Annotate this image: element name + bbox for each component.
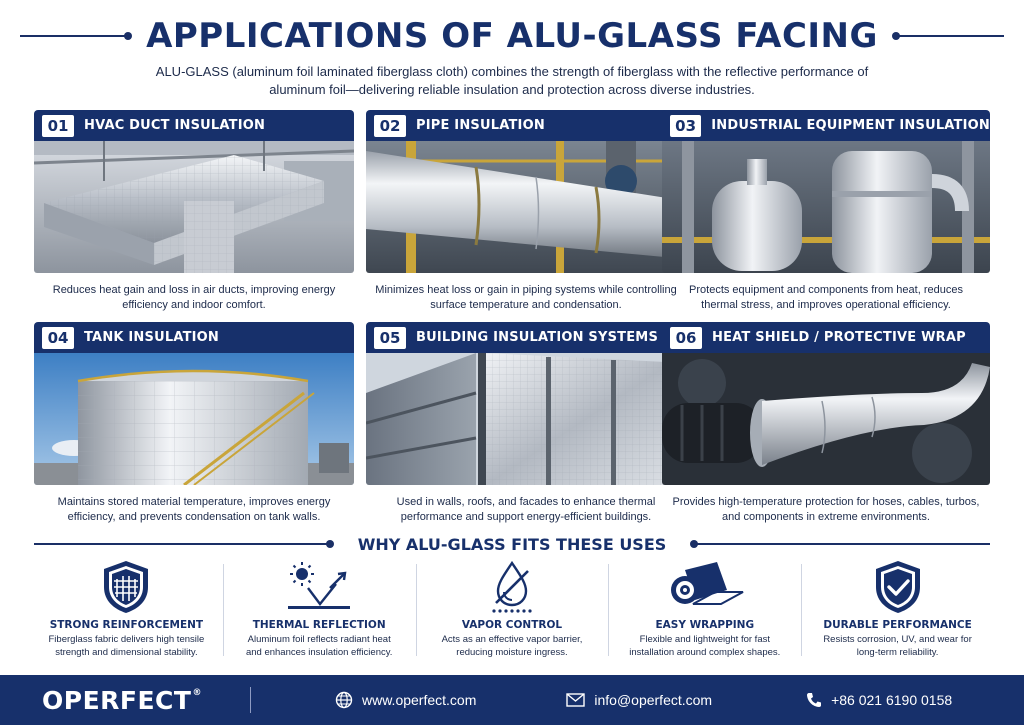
footer: OPERFECT® www.operfect.com info@operfect… [0, 675, 1024, 725]
application-card-building: 05 BUILDING INSULATION SYSTEMS [366, 322, 686, 525]
application-card-hvac: 01 HVAC DUCT INSULATION [34, 110, 354, 313]
card-number: 04 [42, 326, 74, 349]
phone-link[interactable]: +86 021 6190 0158 [806, 692, 952, 708]
card-title: HVAC DUCT INSULATION [84, 118, 266, 133]
card-header: 02 PIPE INSULATION [366, 110, 686, 141]
card-description: Minimizes heat loss or gain in piping sy… [375, 284, 677, 311]
why-section-header: WHY ALU-GLASS FITS THESE USES [34, 534, 990, 554]
card-number: 02 [374, 114, 406, 137]
title-line-left [20, 32, 133, 40]
brand-logo: OPERFECT® [42, 686, 238, 715]
check-shield-icon [875, 561, 920, 613]
mesh-shield-icon [104, 561, 149, 613]
heat-shield-photo [662, 353, 990, 485]
email-text: info@operfect.com [594, 692, 713, 708]
feature-description: Flexible and lightweight for fast instal… [629, 634, 781, 658]
feature-title: DURABLE PERFORMANCE [823, 619, 972, 631]
foil-roll-icon [670, 562, 744, 605]
application-card-heat-shield: 06 HEAT SHIELD / PROTECTIVE WRAP [662, 322, 990, 525]
tank-photo [34, 353, 354, 485]
why-title: WHY ALU-GLASS FITS THESE USES [357, 534, 667, 554]
feature-durable-performance: DURABLE PERFORMANCE Resists corrosion, U… [801, 558, 994, 664]
sun-reflection-icon [288, 562, 351, 609]
feature-title: THERMAL REFLECTION [252, 619, 386, 631]
feature-title: VAPOR CONTROL [461, 619, 563, 631]
why-line-left [34, 540, 334, 548]
globe-icon [335, 691, 353, 709]
card-description: Maintains stored material temperature, i… [57, 496, 331, 523]
title-line-right [891, 32, 1004, 40]
card-number: 06 [670, 326, 702, 349]
phone-icon [807, 693, 822, 707]
logo-text: OPERFECT [42, 685, 192, 715]
feature-title: EASY WRAPPING [655, 619, 755, 631]
card-description: Protects equipment and components from h… [689, 284, 963, 311]
card-header: 01 HVAC DUCT INSULATION [34, 110, 354, 141]
email-link[interactable]: info@operfect.com [566, 692, 712, 708]
card-description: Provides high-temperature protection for… [672, 496, 980, 523]
application-card-equipment: 03 INDUSTRIAL EQUIPMENT INSULATION Prote [662, 110, 990, 313]
card-number: 05 [374, 326, 406, 349]
feature-strong-reinforcement: STRONG REINFORCEMENT Fiberglass fabric d… [30, 558, 223, 664]
card-number: 01 [42, 114, 74, 137]
phone-text: +86 021 6190 0158 [831, 692, 953, 708]
card-header: 03 INDUSTRIAL EQUIPMENT INSULATION [662, 110, 990, 141]
card-title: PIPE INSULATION [416, 118, 545, 133]
website-text: www.operfect.com [362, 692, 477, 708]
title-row: APPLICATIONS OF ALU-GLASS FACING [0, 14, 1024, 58]
hvac-duct-photo [34, 141, 354, 273]
why-line-right [690, 540, 990, 548]
page-subtitle: ALU-GLASS (aluminum foil laminated fiber… [155, 64, 869, 97]
card-description: Used in walls, roofs, and facades to enh… [396, 496, 656, 523]
feature-description: Resists corrosion, UV, and wear for long… [823, 634, 972, 658]
building-photo [366, 353, 686, 485]
application-card-tank: 04 TANK INSULATION Maintains [34, 322, 354, 525]
features-row: STRONG REINFORCEMENT Fiberglass fabric d… [30, 558, 994, 664]
card-header: 04 TANK INSULATION [34, 322, 354, 353]
feature-title: STRONG REINFORCEMENT [49, 619, 204, 631]
feature-easy-wrapping: EASY WRAPPING Flexible and lightweight f… [608, 558, 801, 664]
page-title: APPLICATIONS OF ALU-GLASS FACING [146, 16, 878, 56]
card-title: HEAT SHIELD / PROTECTIVE WRAP [712, 330, 966, 345]
card-header: 06 HEAT SHIELD / PROTECTIVE WRAP [662, 322, 990, 353]
card-header: 05 BUILDING INSULATION SYSTEMS [366, 322, 686, 353]
equipment-photo [662, 141, 990, 273]
feature-description: Fiberglass fabric delivers high tensile … [48, 634, 205, 658]
feature-vapor-control: VAPOR CONTROL Acts as an effective vapor… [415, 558, 609, 664]
registered-mark: ® [192, 687, 202, 698]
card-title: INDUSTRIAL EQUIPMENT INSULATION [711, 118, 990, 133]
feature-description: Acts as an effective vapor barrier, redu… [441, 634, 583, 658]
water-drop-slash-icon [492, 560, 532, 613]
application-card-pipe: 02 PIPE INSULATION Minimizes he [366, 110, 686, 313]
feature-description: Aluminum foil reflects radiant heat and … [245, 634, 393, 658]
website-link[interactable]: www.operfect.com [335, 691, 476, 709]
feature-thermal-reflection: THERMAL REFLECTION Aluminum foil reflect… [222, 558, 416, 664]
footer-divider [250, 687, 251, 713]
envelope-icon [566, 693, 586, 707]
pipe-photo [366, 141, 686, 273]
card-number: 03 [670, 114, 702, 137]
card-title: TANK INSULATION [84, 330, 220, 345]
card-title: BUILDING INSULATION SYSTEMS [416, 330, 659, 345]
card-description: Reduces heat gain and loss in air ducts,… [52, 284, 336, 311]
